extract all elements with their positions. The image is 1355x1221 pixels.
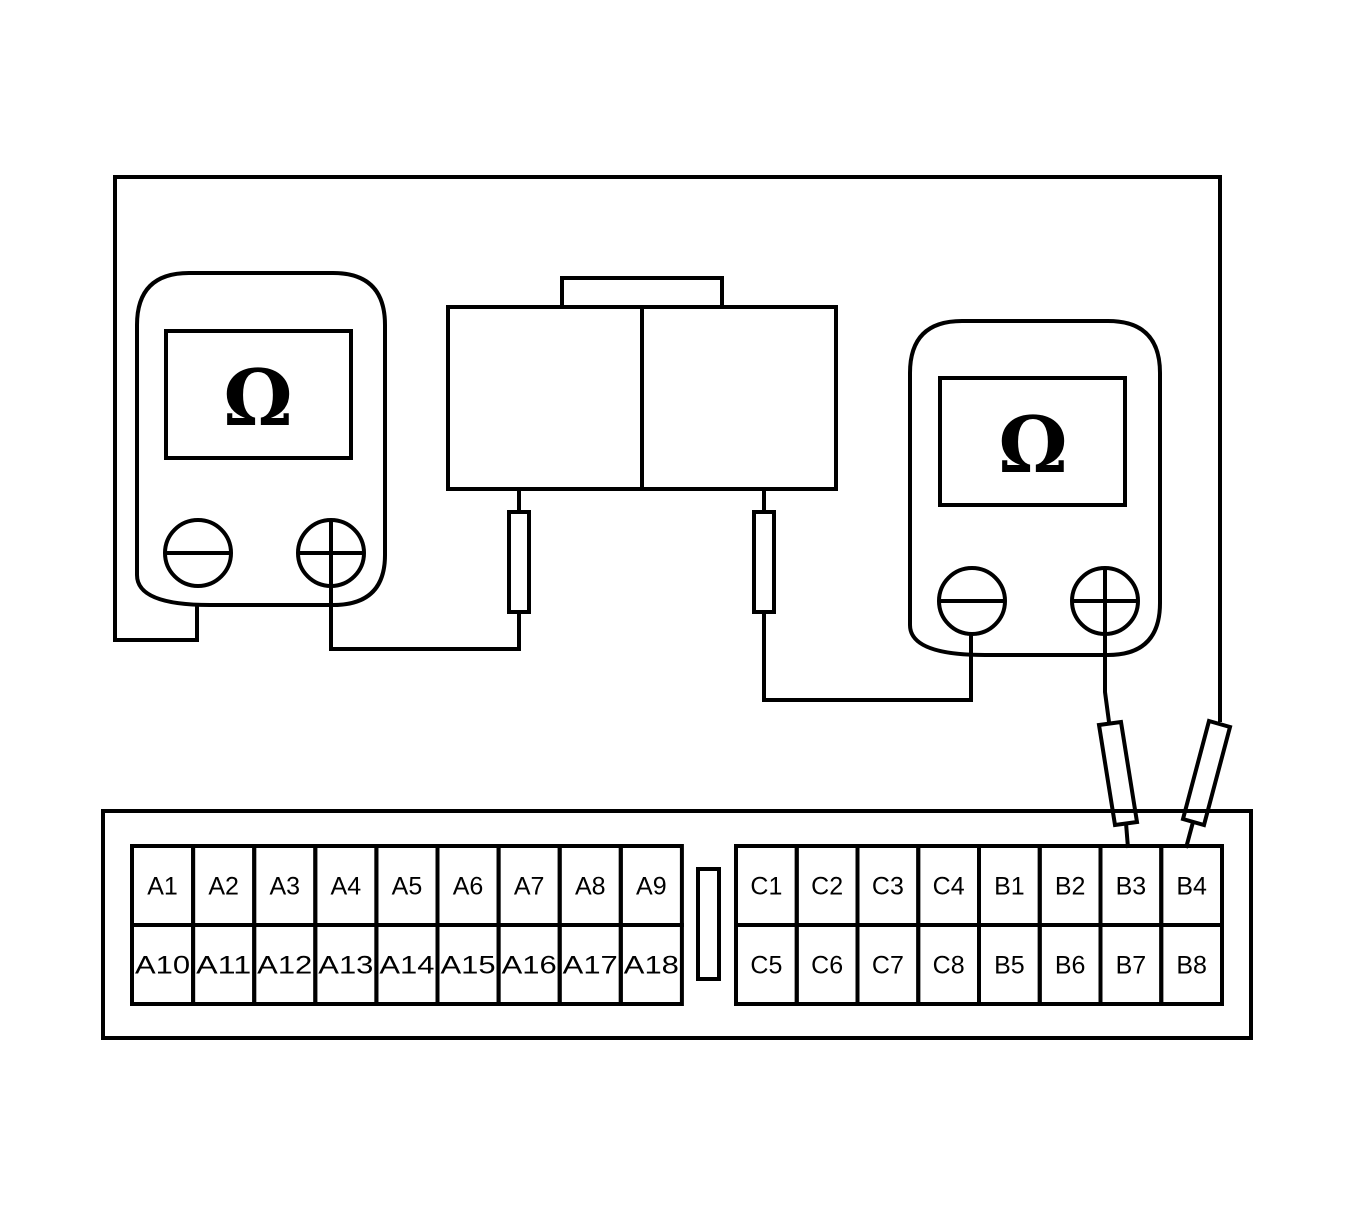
wire-left-meter-positive — [329, 586, 521, 651]
ohmmeter-left-body — [135, 271, 387, 607]
pin-label-a2: A2 — [208, 873, 239, 901]
ohmmeter-left: Ω — [135, 271, 387, 607]
ohmmeter-right-negative-jack — [937, 566, 1007, 636]
ohmmeter-left-ohm-symbol: Ω — [223, 353, 292, 444]
ohmmeter-right-display — [938, 376, 1127, 507]
pin-label-a11: A11 — [196, 952, 251, 980]
pin-label-c4: C4 — [933, 873, 965, 901]
pin-label-a3: A3 — [269, 873, 300, 901]
ohmmeter-left-positive-jack — [296, 518, 366, 588]
component-under-test — [446, 276, 838, 614]
ohmmeter-left-negative-jack — [163, 518, 233, 588]
pin-label-a13: A13 — [318, 952, 373, 980]
ohmmeter-right-positive-jack — [1070, 566, 1140, 636]
pin-label-c2: C2 — [811, 873, 843, 901]
pin-label-b7: B7 — [1116, 952, 1147, 980]
pin-label-c6: C6 — [811, 952, 843, 980]
pin-label-a7: A7 — [514, 873, 545, 901]
ohmmeter-right: Ω — [908, 319, 1162, 657]
component-terminal-right — [752, 510, 776, 614]
pin-label-b6: B6 — [1055, 952, 1086, 980]
pin-label-a5: A5 — [392, 873, 423, 901]
pin-label-a14: A14 — [379, 952, 434, 980]
pin-label-a12: A12 — [257, 952, 312, 980]
wire-left-meter-to-b4 — [113, 175, 1222, 722]
pin-label-b3: B3 — [1116, 873, 1147, 901]
pin-cell — [618, 923, 684, 1006]
wire-right-meter-negative — [762, 612, 973, 702]
ohmmeter-right-body — [908, 319, 1162, 657]
pin-label-a8: A8 — [575, 873, 606, 901]
component-terminal-left — [507, 510, 531, 614]
pin-cell — [1159, 923, 1224, 1006]
pin-label-c3: C3 — [872, 873, 904, 901]
pin-label-b4: B4 — [1176, 873, 1207, 901]
ohmmeter-left-display — [164, 329, 353, 460]
pin-label-a6: A6 — [453, 873, 484, 901]
pin-label-a18: A18 — [624, 952, 679, 980]
pin-label-a16: A16 — [502, 952, 557, 980]
component-top-tab — [560, 276, 724, 309]
pin-label-a15: A15 — [441, 952, 496, 980]
probe-b4 — [1180, 718, 1233, 849]
pin-label-c7: C7 — [872, 952, 904, 980]
pin-label-a9: A9 — [636, 873, 667, 901]
pin-label-a17: A17 — [563, 952, 618, 980]
pin-label-b1: B1 — [994, 873, 1025, 901]
pin-label-c1: C1 — [750, 873, 782, 901]
pin-label-b2: B2 — [1055, 873, 1086, 901]
connector-housing — [101, 809, 1253, 1040]
ohmmeter-right-ohm-symbol: Ω — [998, 400, 1067, 491]
probe-b3 — [1096, 719, 1140, 849]
pin-label-a10: A10 — [135, 952, 190, 980]
pin-label-b8: B8 — [1176, 952, 1207, 980]
pin-label-c5: C5 — [750, 952, 782, 980]
pin-label-c8: C8 — [933, 952, 965, 980]
pin-label-b5: B5 — [994, 952, 1025, 980]
pin-label-a1: A1 — [147, 873, 178, 901]
wire-right-meter-positive — [1103, 634, 1111, 723]
connector-key — [696, 867, 721, 981]
pin-label-a4: A4 — [331, 873, 362, 901]
